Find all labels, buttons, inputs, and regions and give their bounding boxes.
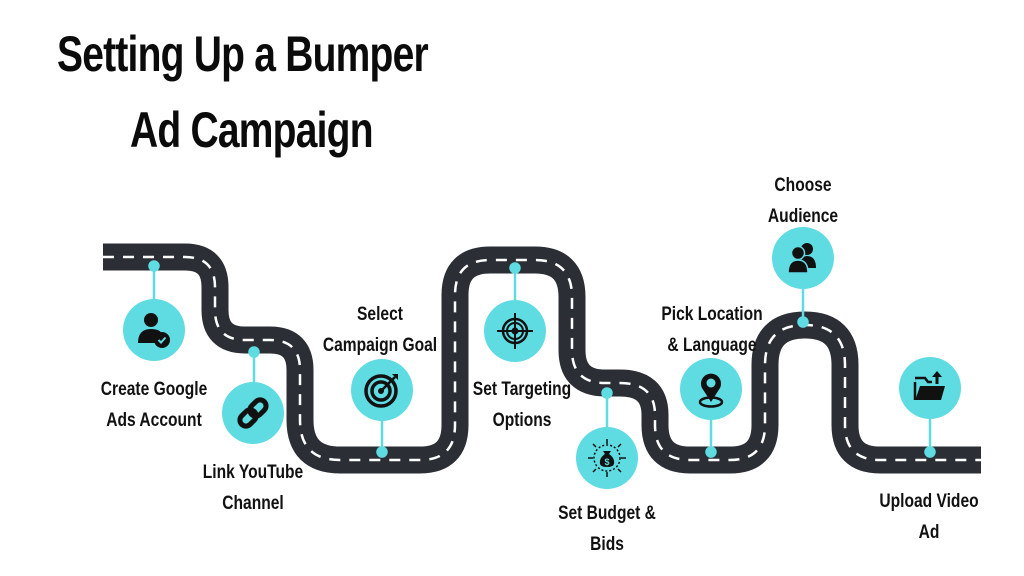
step-node-budget: $ — [576, 427, 638, 489]
step-node-campaign-goal — [351, 359, 413, 421]
user-check-icon — [138, 313, 170, 348]
link-icon — [237, 397, 269, 429]
step-node-upload — [899, 357, 961, 419]
step-node-targeting — [484, 300, 546, 362]
step-node-link-youtube — [222, 382, 284, 444]
users-icon — [787, 243, 816, 274]
step-node-location — [680, 358, 742, 420]
svg-text:$: $ — [604, 457, 609, 467]
crosshair-icon — [497, 313, 533, 349]
bullseye-arrow-icon — [364, 374, 398, 408]
step-node-audience — [772, 227, 834, 289]
folder-upload-icon — [913, 371, 945, 400]
step-node-create-account — [123, 299, 185, 361]
step-label-location: Pick Location& Language — [661, 304, 763, 356]
connector-lines — [148, 260, 936, 458]
money-bag-icon: $ — [588, 439, 626, 477]
page-title-line-2: Ad Campaign — [130, 102, 374, 158]
map-pin-icon — [698, 373, 724, 408]
step-label-budget: Set Budget &Bids — [558, 503, 656, 555]
page-title-line-1: Setting Up a Bumper — [57, 26, 429, 82]
